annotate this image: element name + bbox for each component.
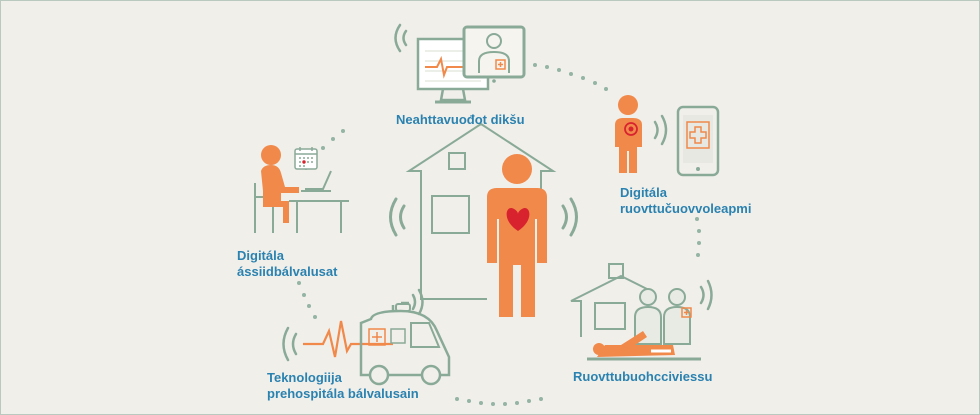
chimney (448, 152, 466, 170)
label-prehospital-tech-line1: Teknologiija (267, 370, 342, 385)
ambulance-ecg (303, 320, 393, 358)
home-hospital-icon (570, 263, 713, 361)
remote-care-icon (394, 23, 526, 104)
ecg-line (425, 55, 481, 79)
phone (676, 105, 720, 177)
label-home-hospital-text: Ruovttubuohcciviessu (573, 369, 713, 384)
label-digital-client-line1: Digitála (237, 248, 284, 263)
heart-icon (506, 208, 530, 231)
house-window (431, 195, 470, 234)
digital-followup-icon (615, 95, 720, 177)
label-digital-client-line2: ássiidbálvalusat (237, 264, 338, 279)
label-digital-followup-line1: Digitála (620, 185, 667, 200)
wifi-right-icon (561, 197, 578, 237)
label-home-hospital: Ruovttubuohcciviessu (573, 369, 712, 385)
label-digital-client: Digitála ássiidbálvalusat (237, 248, 337, 280)
person-icon (487, 154, 547, 317)
label-prehospital-tech-line2: prehospitála bálvalusain (267, 386, 419, 401)
label-prehospital-tech: Teknologiija prehospitála bálvalusain (267, 370, 419, 402)
label-digital-followup-line2: ruovttučuovvoleapmi (620, 201, 752, 216)
house-outline (405, 122, 557, 211)
center-home-person (389, 122, 578, 317)
calendar-icon (294, 147, 318, 170)
label-remote-care: Neahttavuođot dikšu (396, 112, 525, 128)
ambulance-icon (282, 288, 451, 386)
label-digital-followup: Digitála ruovttučuovvoleapmi (620, 185, 751, 217)
digital-client-icon (254, 145, 349, 233)
label-remote-care-text: Neahttavuođot dikšu (396, 112, 525, 127)
wifi-left-icon (389, 197, 406, 237)
